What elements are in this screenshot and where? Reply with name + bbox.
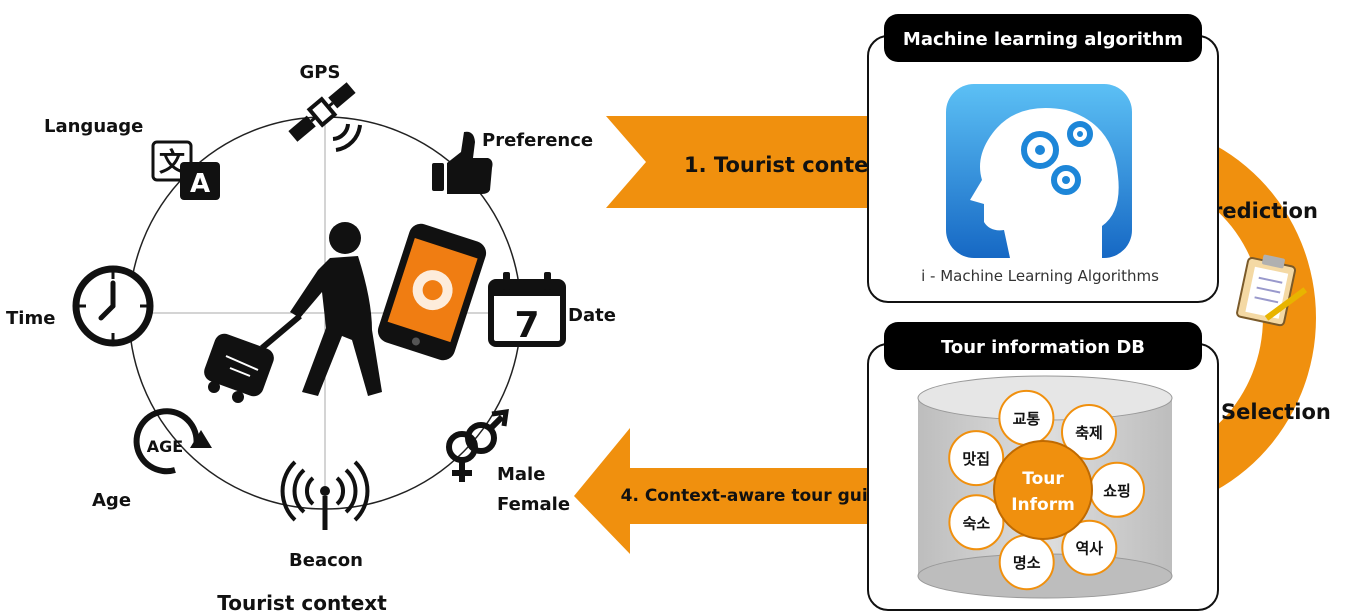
- db-category-petal: [1061, 404, 1117, 460]
- beacon-label: Beacon: [289, 550, 363, 571]
- clock-icon: [72, 265, 154, 347]
- tour-guide-arrow: [574, 428, 920, 554]
- db-category-petal: [1061, 519, 1118, 576]
- db-category-label: 역사: [1075, 540, 1103, 558]
- db-category-petal: [948, 430, 1005, 487]
- age-icon: AGE: [133, 408, 212, 475]
- date-label: Date: [568, 305, 616, 326]
- gps-label: GPS: [300, 62, 341, 83]
- calendar-icon: 7: [488, 272, 566, 347]
- signal-wave-icon: [335, 124, 362, 152]
- db-category-label: 교통: [1013, 410, 1041, 428]
- tourist-context-arrow-label: 1. Tourist context: [684, 153, 892, 177]
- ml-algorithm-box: Machine learning algorithm i - Machine L…: [867, 14, 1219, 303]
- beacon-icon: [280, 460, 370, 530]
- male-label: Male: [497, 464, 545, 485]
- db-category-label: 쇼핑: [1103, 482, 1131, 500]
- db-category-label: 숙소: [963, 514, 991, 532]
- tourist-context-caption: Tourist context: [217, 591, 387, 615]
- translate-icon: 文 A: [151, 140, 220, 200]
- db-category-label: 축제: [1075, 424, 1103, 442]
- age-label: Age: [92, 490, 131, 511]
- language-label: Language: [44, 116, 143, 137]
- calendar-day: 7: [514, 305, 539, 346]
- db-box-title-bar: [884, 322, 1202, 370]
- tour-guide-arrow-label: 4. Context-aware tour guide: [621, 486, 892, 506]
- preference-label: Preference: [482, 130, 593, 151]
- age-badge-text: AGE: [147, 437, 183, 456]
- db-category-petal: [948, 494, 1005, 551]
- gender-icon: [446, 409, 509, 482]
- prediction-selection-curve: [1125, 122, 1316, 514]
- clipboard-icon: [1236, 254, 1308, 327]
- db-center-label-line2: Inform: [1011, 495, 1075, 515]
- ml-box-title: Machine learning algorithm: [903, 29, 1183, 50]
- db-category-label: 명소: [1013, 554, 1041, 572]
- ml-box-caption: i - Machine Learning Algorithms: [921, 267, 1159, 285]
- female-label: Female: [497, 494, 570, 515]
- translate-glyph-2: A: [190, 169, 210, 199]
- satellite-icon: [288, 82, 356, 142]
- traveler-icon: [204, 222, 382, 403]
- time-label: Time: [6, 308, 55, 329]
- thumbs-up-icon: [432, 131, 493, 194]
- ml-box-title-bar: [884, 14, 1202, 62]
- db-center-label-line1: Tour: [1022, 469, 1064, 489]
- db-center-node: [993, 440, 1093, 540]
- smartphone-icon: [377, 223, 487, 361]
- signal-wave-icon: [332, 123, 350, 141]
- db-category-label: 맛집: [962, 450, 990, 468]
- brain-gears-app-icon: [946, 84, 1132, 258]
- db-box-title: Tour information DB: [941, 337, 1145, 358]
